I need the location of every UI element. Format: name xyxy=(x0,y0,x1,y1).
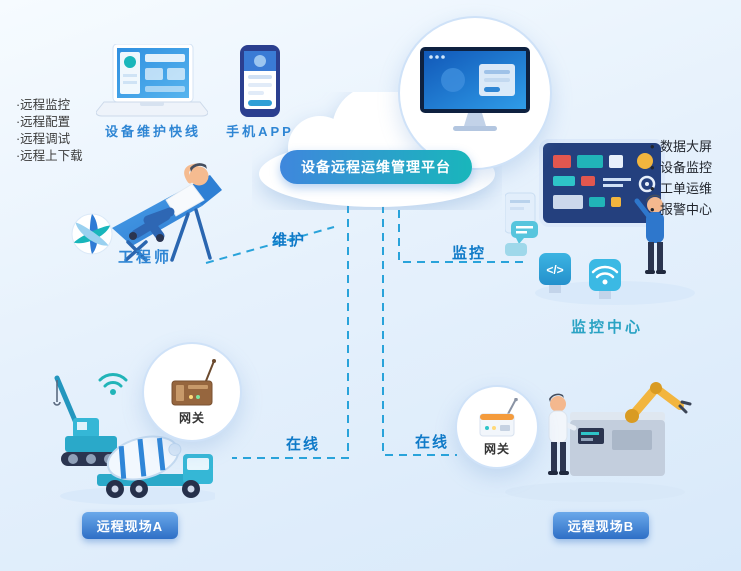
bullet: · xyxy=(16,98,21,112)
link-label-online-a: 在线 xyxy=(286,436,321,453)
link-label-maintenance: 维护 xyxy=(272,232,307,249)
site-a-badge: 远程现场A xyxy=(82,512,178,539)
gateway-device-icon xyxy=(171,358,216,405)
engineer-illustration xyxy=(71,163,222,262)
site-b-machinery-illustration xyxy=(505,382,692,502)
feature-text: 报警中心 xyxy=(660,202,713,217)
dashed-link-online-a xyxy=(232,205,349,459)
monitoring-feature-list: • 数据大屏 • 设备监控 • 工单运维 • 报警中心 xyxy=(650,136,712,220)
remote-feature-list: ·远程监控 ·远程配置 ·远程调试 ·远程上下载 xyxy=(16,97,83,165)
platform-monitor-circle xyxy=(398,16,552,170)
feature-text: 设备监控 xyxy=(660,160,713,175)
dashed-link-online-b xyxy=(382,205,457,456)
desktop-monitor-icon xyxy=(420,47,530,131)
laptop-icon xyxy=(96,44,208,117)
feature-text: 远程上下载 xyxy=(20,149,83,163)
dashed-link-monitoring xyxy=(398,210,524,263)
platform-title-pill: 设备远程运维管理平台 xyxy=(280,150,472,184)
feature-text: 远程配置 xyxy=(20,115,71,129)
gateway-b-circle: 网关 xyxy=(455,385,539,469)
engineer-label: 工程师 xyxy=(118,249,173,266)
wifi-icon xyxy=(98,373,128,395)
feature-row: • 数据大屏 xyxy=(650,136,712,157)
feature-row: ·远程上下载 xyxy=(16,148,83,165)
bullet: • xyxy=(650,202,655,217)
gateway-a-label: 网关 xyxy=(178,410,205,425)
site-b-badge: 远程现场B xyxy=(553,512,649,539)
feature-row: • 报警中心 xyxy=(650,199,712,220)
laptop-label: 设备维护快线 xyxy=(104,124,201,139)
gateway-a-circle: 网关 xyxy=(142,342,242,442)
feature-row: • 设备监控 xyxy=(650,157,712,178)
bullet: • xyxy=(650,160,655,175)
bullet: • xyxy=(650,139,655,154)
link-label-online-b: 在线 xyxy=(415,434,450,451)
feature-row: ·远程调试 xyxy=(16,131,83,148)
site-a-machinery-illustration xyxy=(53,375,215,505)
monitoring-center-label: 监控中心 xyxy=(570,319,643,336)
feature-text: 工单运维 xyxy=(660,181,713,196)
feature-row: ·远程配置 xyxy=(16,114,83,131)
wifi-icon xyxy=(591,265,619,285)
bullet: · xyxy=(16,149,21,163)
gateway-device-icon xyxy=(479,397,518,436)
bullet: • xyxy=(650,181,655,196)
monitoring-center-illustration: </> xyxy=(505,139,695,305)
gateway-b-label: 网关 xyxy=(483,441,510,456)
bullet: · xyxy=(16,132,21,146)
phone-label: 手机APP xyxy=(226,124,294,139)
link-label-monitoring: 监控 xyxy=(452,245,487,262)
feature-row: ·远程监控 xyxy=(16,97,83,114)
code-icon: </> xyxy=(546,263,563,277)
feature-row: • 工单运维 xyxy=(650,178,712,199)
phone-icon xyxy=(240,45,280,117)
feature-text: 远程调试 xyxy=(20,132,71,146)
bullet: · xyxy=(16,115,21,129)
feature-text: 远程监控 xyxy=(20,98,71,112)
feature-text: 数据大屏 xyxy=(660,139,713,154)
